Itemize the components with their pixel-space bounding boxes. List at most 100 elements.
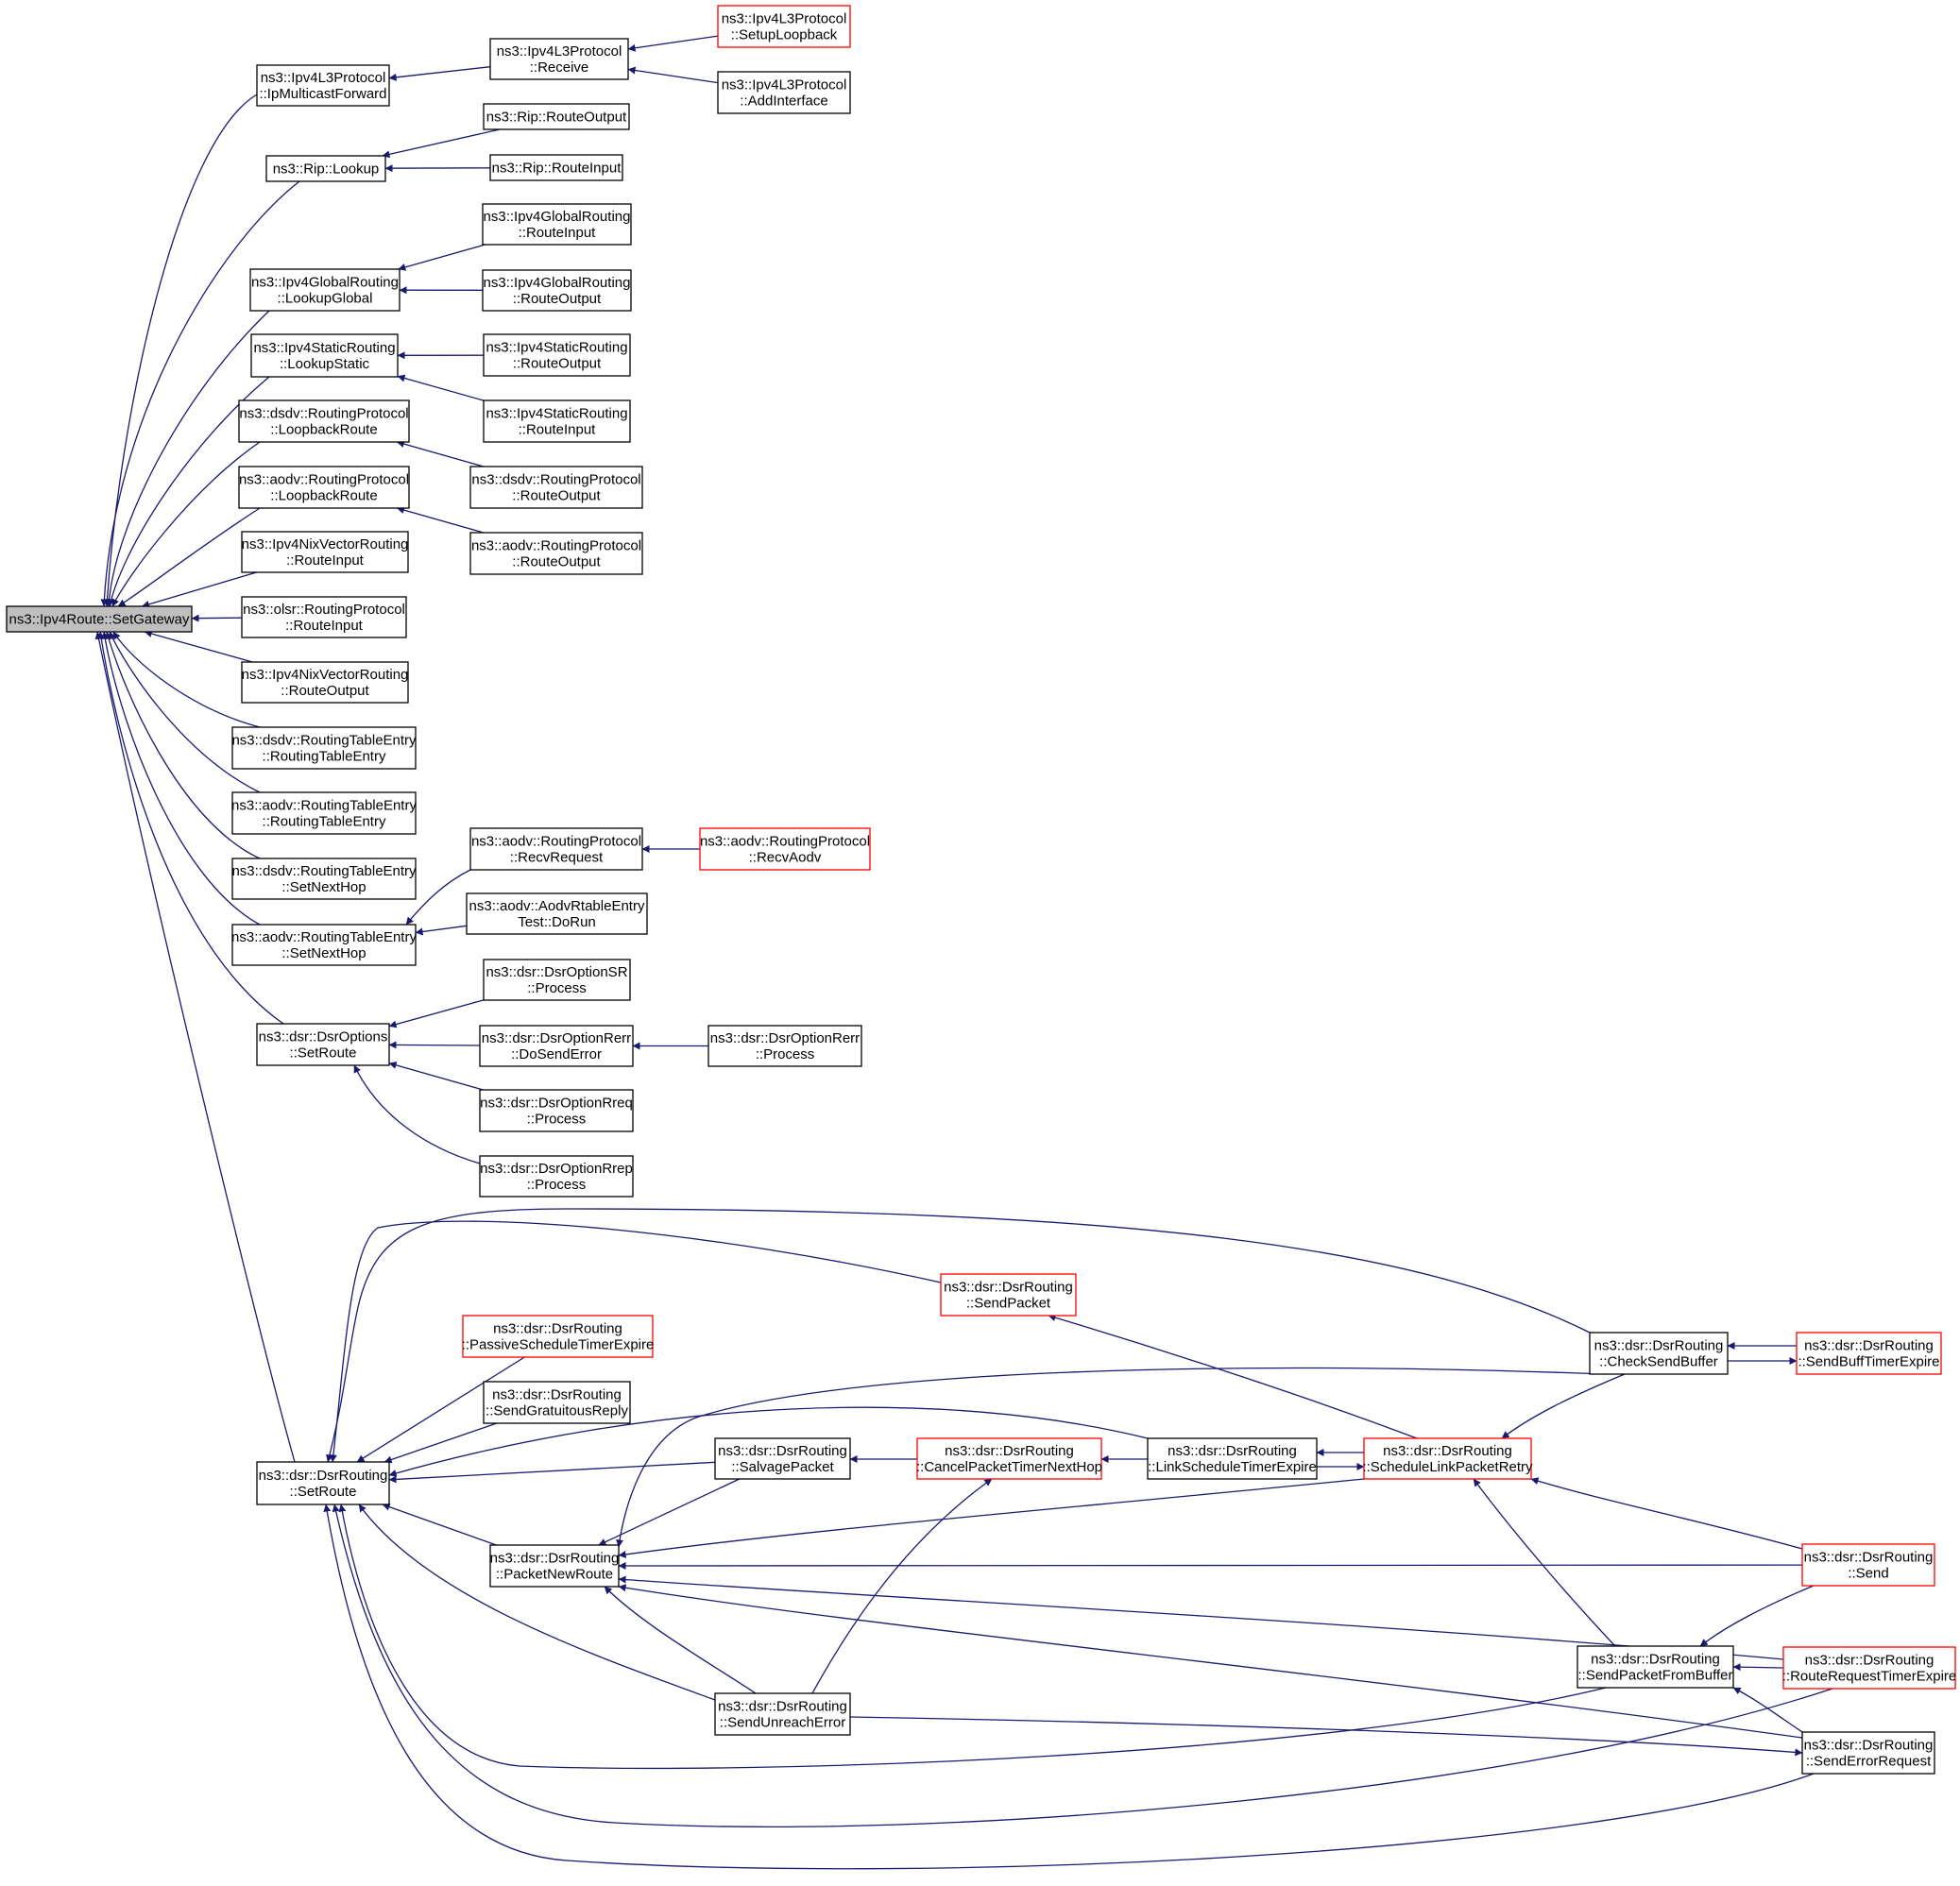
edge-unreach-to-dsrset <box>358 1504 716 1701</box>
node-rreqproc[interactable]: ns3::dsr::DsrOptionRreq::Process <box>479 1089 634 1132</box>
node-optsr[interactable]: ns3::dsr::DsrOptions::SetRoute <box>256 1023 390 1066</box>
node-dsdvnh[interactable]: ns3::dsdv::RoutingTableEntry::SetNextHop <box>231 858 417 900</box>
node-box <box>469 466 643 509</box>
node-schedretry[interactable]: ns3::dsr::DsrRouting::ScheduleLinkPacket… <box>1362 1437 1533 1480</box>
edge-senderr-to-dsrset <box>323 1504 1815 1870</box>
node-passive[interactable]: ns3::dsr::DsrRouting::PassiveScheduleTim… <box>462 1315 655 1358</box>
node-rerrproc[interactable]: ns3::dsr::DsrOptionRerr::Process <box>707 1025 862 1067</box>
node-box <box>714 1437 851 1480</box>
node-aodvlb[interactable]: ns3::aodv::RoutingProtocol::LoopbackRout… <box>238 466 410 509</box>
node-rerrsend[interactable]: ns3::dsr::DsrOptionRerr::DoSendError <box>479 1025 634 1067</box>
node-aodvrte[interactable]: ns3::aodv::RoutingTableEntry::RoutingTab… <box>231 791 417 835</box>
edge-rreqproc-to-optsr <box>388 1062 484 1091</box>
node-dsdvrte[interactable]: ns3::dsdv::RoutingTableEntry::RoutingTab… <box>231 726 417 770</box>
node-label: ns3::dsr::DsrOptionRreq <box>480 1096 633 1112</box>
node-aodvro[interactable]: ns3::aodv::RoutingProtocol::RouteOutput <box>469 532 643 575</box>
node-dsdvro[interactable]: ns3::dsdv::RoutingProtocol::RouteOutput <box>469 466 643 509</box>
node-gro[interactable]: ns3::Ipv4GlobalRouting::RouteOutput <box>482 269 632 312</box>
node-setuplb[interactable]: ns3::Ipv4L3Protocol::SetupLoopback <box>717 5 851 48</box>
node-label: ::PassiveScheduleTimerExpire <box>462 1337 655 1353</box>
node-box <box>1796 1332 1942 1375</box>
node-unreach[interactable]: ns3::dsr::DsrRouting::SendUnreachError <box>714 1692 851 1736</box>
node-box <box>462 1315 654 1358</box>
node-label: ns3::dsr::DsrRouting <box>1804 1738 1934 1754</box>
node-checkbuf[interactable]: ns3::dsr::DsrRouting::CheckSendBuffer <box>1589 1332 1729 1375</box>
node-addif[interactable]: ns3::Ipv4L3Protocol::AddInterface <box>717 71 851 114</box>
node-box <box>483 333 631 377</box>
node-olsrri[interactable]: ns3::olsr::RoutingProtocol::RouteInput <box>241 596 407 638</box>
node-sri[interactable]: ns3::Ipv4StaticRouting::RouteInput <box>483 399 631 443</box>
node-box <box>238 399 410 443</box>
node-dsdvlb[interactable]: ns3::dsdv::RoutingProtocol::LoopbackRout… <box>238 399 410 443</box>
node-label: ns3::dsr::DsrRouting <box>1805 1653 1934 1669</box>
node-label: ::ScheduleLinkPacketRetry <box>1362 1459 1533 1475</box>
node-label: ns3::dsr::DsrRouting <box>1804 1550 1934 1566</box>
edge-dsrset-to-root <box>94 631 296 1463</box>
node-box <box>483 959 631 1001</box>
node-label: ns3::Ipv4L3Protocol <box>722 77 847 93</box>
node-box <box>699 827 871 871</box>
node-label: ::Process <box>527 1112 587 1128</box>
node-gri[interactable]: ns3::Ipv4GlobalRouting::RouteInput <box>482 203 632 246</box>
node-pnr[interactable]: ns3::dsr::DsrRouting::PacketNewRoute <box>489 1544 620 1588</box>
edge-optsr-to-root <box>97 631 284 1025</box>
node-label: ::SendUnreachError <box>720 1715 845 1731</box>
node-label: ns3::Ipv4GlobalRouting <box>484 275 631 291</box>
node-box <box>1782 1646 1956 1690</box>
node-sro[interactable]: ns3::Ipv4StaticRouting::RouteOutput <box>483 333 631 377</box>
node-root[interactable]: ns3::Ipv4Route::SetGateway <box>6 605 193 633</box>
node-label: ns3::Ipv4GlobalRouting <box>251 275 399 291</box>
node-ripro[interactable]: ns3::Rip::RouteOutput <box>483 103 630 130</box>
node-box <box>250 333 399 378</box>
node-nixro[interactable]: ns3::Ipv4NixVectorRouting::RouteOutput <box>241 661 409 704</box>
node-box <box>1363 1437 1532 1480</box>
node-label: ns3::Ipv4GlobalRouting <box>484 209 631 225</box>
node-label: ns3::olsr::RoutingProtocol <box>243 602 405 618</box>
node-recvreq[interactable]: ns3::aodv::RoutingProtocol::RecvRequest <box>469 827 643 871</box>
node-riplookup[interactable]: ns3::Rip::Lookup <box>265 155 386 182</box>
node-gratuitous[interactable]: ns3::dsr::DsrRouting::SendGratuitousRepl… <box>483 1381 631 1424</box>
edge-unreach-to-senderr <box>849 1716 1803 1757</box>
edge-spfb-to-dsrset <box>338 1504 1607 1770</box>
node-srproc[interactable]: ns3::dsr::DsrOptionSR::Process <box>483 959 631 1001</box>
node-label: ::RoutingTableEntry <box>263 814 386 830</box>
node-label: ns3::dsr::DsrRouting <box>1383 1443 1512 1459</box>
node-glookup[interactable]: ns3::Ipv4GlobalRouting::LookupGlobal <box>249 268 401 312</box>
node-aodvnh[interactable]: ns3::aodv::RoutingTableEntry::SetNextHop <box>231 924 417 966</box>
node-slookup[interactable]: ns3::Ipv4StaticRouting::LookupStatic <box>250 333 399 378</box>
node-label: ns3::aodv::RoutingTableEntry <box>231 798 417 814</box>
node-dsrset[interactable]: ns3::dsr::DsrRouting::SetRoute <box>256 1461 390 1505</box>
node-senderr[interactable]: ns3::dsr::DsrRouting::SendErrorRequest <box>1801 1731 1935 1775</box>
edge-gri-to-glookup <box>398 244 486 271</box>
node-label: ::LookupGlobal <box>278 291 373 307</box>
node-box <box>707 1025 862 1067</box>
node-rreqtimer[interactable]: ns3::dsr::DsrRouting::RouteRequestTimerE… <box>1782 1646 1957 1690</box>
node-label: ::SetupLoopback <box>731 27 838 43</box>
node-salvage[interactable]: ns3::dsr::DsrRouting::SalvagePacket <box>714 1437 851 1480</box>
node-label: ::SetRoute <box>290 1045 357 1062</box>
node-send[interactable]: ns3::dsr::DsrRouting::Send <box>1801 1543 1935 1587</box>
edge-senderr-to-spfb <box>1732 1687 1803 1733</box>
node-box <box>489 38 629 80</box>
node-label: ::SendPacket <box>966 1296 1051 1312</box>
node-linksched[interactable]: ns3::dsr::DsrRouting::LinkScheduleTimerE… <box>1147 1437 1318 1480</box>
node-cancel[interactable]: ns3::dsr::DsrRouting::CancelPacketTimerN… <box>916 1437 1102 1480</box>
node-nixri[interactable]: ns3::Ipv4NixVectorRouting::RouteInput <box>241 531 409 573</box>
node-recv[interactable]: ns3::Ipv4L3Protocol::Receive <box>489 38 629 80</box>
node-rrepproc[interactable]: ns3::dsr::DsrOptionRrep::Process <box>479 1155 634 1198</box>
node-buftimer[interactable]: ns3::dsr::DsrRouting::SendBuffTimerExpir… <box>1796 1332 1942 1375</box>
node-ripri[interactable]: ns3::Rip::RouteInput <box>489 154 623 181</box>
node-recvaodv[interactable]: ns3::aodv::RoutingProtocol::RecvAodv <box>699 827 871 871</box>
node-spfb[interactable]: ns3::dsr::DsrRouting::SendPacketFromBuff… <box>1577 1645 1734 1689</box>
node-box <box>1801 1543 1935 1587</box>
node-label: ns3::dsdv::RoutingTableEntry <box>231 733 417 749</box>
edge-senderr-to-pnr <box>618 1584 1803 1739</box>
node-box <box>469 532 643 575</box>
node-label: ns3::Ipv4Route::SetGateway <box>9 612 190 628</box>
node-ipmf[interactable]: ns3::Ipv4L3Protocol::IpMulticastForward <box>256 64 390 107</box>
node-label: ns3::dsr::DsrRouting <box>1591 1652 1720 1668</box>
node-sendpacket[interactable]: ns3::dsr::DsrRouting::SendPacket <box>940 1273 1077 1317</box>
node-label: ::RouteInput <box>285 618 364 634</box>
node-label: ::Receive <box>530 59 589 76</box>
